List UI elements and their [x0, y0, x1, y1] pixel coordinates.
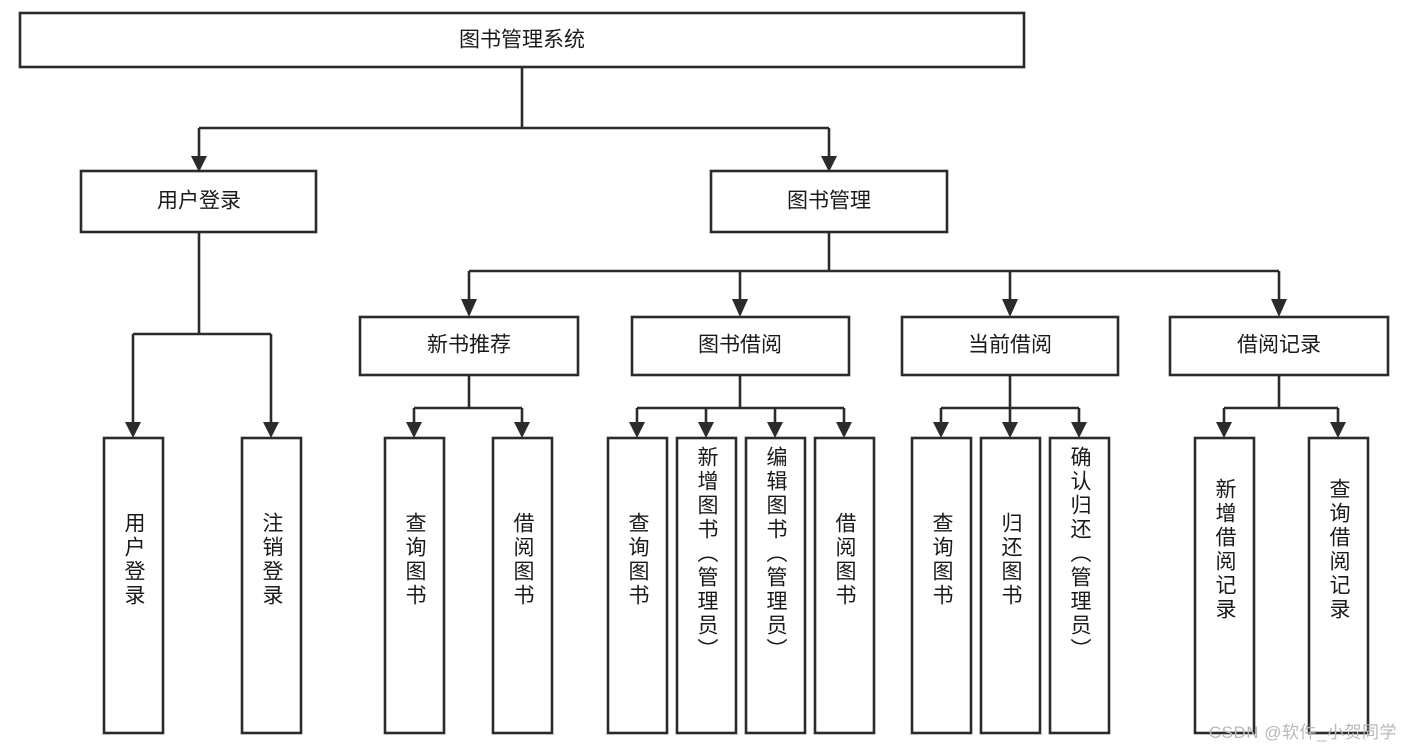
node-current-borrow-box[interactable]	[900, 315, 1120, 377]
node-new-book-recommend-box[interactable]	[358, 315, 580, 377]
arrowhead-borrow-record	[1271, 299, 1287, 317]
node-user-login-box[interactable]	[79, 169, 318, 234]
node-current-borrow-label: 当前借阅	[968, 334, 1052, 357]
node-root-label: 图书管理系统	[459, 29, 585, 52]
arrowhead-leaf-add-book	[698, 422, 714, 438]
leaf-box-add-book[interactable]	[675, 436, 738, 735]
node-borrow-record-box[interactable]	[1168, 315, 1390, 377]
node-user-login[interactable]: 用户登录	[79, 169, 318, 234]
arrowhead-leaf-borrow-book-1	[514, 422, 530, 438]
arrowhead-new-book-recommend	[461, 299, 477, 317]
node-book-manage-label: 图书管理	[787, 190, 871, 213]
arrowhead-current-borrow	[1002, 299, 1018, 317]
arrowhead-leaf-confirm-return	[1071, 422, 1087, 438]
arrowhead-book-borrow	[732, 299, 748, 317]
leaf-box-query-book-2[interactable]	[606, 436, 669, 735]
node-book-borrow[interactable]: 图书借阅	[630, 315, 851, 377]
node-current-borrow[interactable]: 当前借阅	[900, 315, 1120, 377]
arrowhead-leaf-edit-book	[767, 422, 783, 438]
leaf-box-query-record[interactable]	[1307, 436, 1370, 735]
node-new-book-recommend-label: 新书推荐	[427, 334, 511, 357]
arrowhead-leaf-query-book-2	[629, 422, 645, 438]
node-book-borrow-box[interactable]	[630, 315, 851, 377]
arrowhead-leaf-borrow-book-2	[836, 422, 852, 438]
arrowhead-leaf-user-logout	[263, 422, 279, 438]
arrowhead-leaf-return-book	[1002, 422, 1018, 438]
node-borrow-record-label: 借阅记录	[1237, 334, 1321, 357]
arrowhead-leaf-add-record	[1216, 422, 1232, 438]
arrowhead-book-manage	[821, 156, 837, 172]
leaf-box-edit-book[interactable]	[744, 436, 807, 735]
node-new-book-recommend[interactable]: 新书推荐	[358, 315, 580, 377]
leaf-box-query-book-3[interactable]	[910, 436, 973, 735]
connector-group	[125, 67, 1346, 438]
arrowhead-leaf-query-book-1	[406, 422, 422, 438]
arrowhead-leaf-query-record	[1330, 422, 1346, 438]
leaf-box-user-logout[interactable]	[240, 436, 303, 735]
node-book-manage[interactable]: 图书管理	[709, 169, 949, 234]
leaf-box-borrow-book-1[interactable]	[491, 436, 554, 735]
leaf-box-return-book[interactable]	[979, 436, 1042, 735]
node-user-login-label: 用户登录	[157, 190, 241, 213]
leaf-box-borrow-book-2[interactable]	[813, 436, 876, 735]
node-borrow-record[interactable]: 借阅记录	[1168, 315, 1390, 377]
node-book-manage-box[interactable]	[709, 169, 949, 234]
node-book-borrow-label: 图书借阅	[698, 334, 782, 357]
arrowhead-user-login	[191, 156, 207, 172]
node-root[interactable]: 图书管理系统	[18, 11, 1026, 69]
leaf-box-confirm-return[interactable]	[1048, 436, 1111, 735]
arrowhead-leaf-query-book-3	[933, 422, 949, 438]
leaf-box-user-login[interactable]	[102, 436, 165, 735]
node-root-box[interactable]	[18, 11, 1026, 69]
leaf-box-query-book-1[interactable]	[383, 436, 446, 735]
leaf-box-add-record[interactable]	[1193, 436, 1256, 735]
arrowhead-leaf-user-login	[125, 422, 141, 438]
watermark: CSDN @软件_小贺同学	[1208, 723, 1397, 742]
